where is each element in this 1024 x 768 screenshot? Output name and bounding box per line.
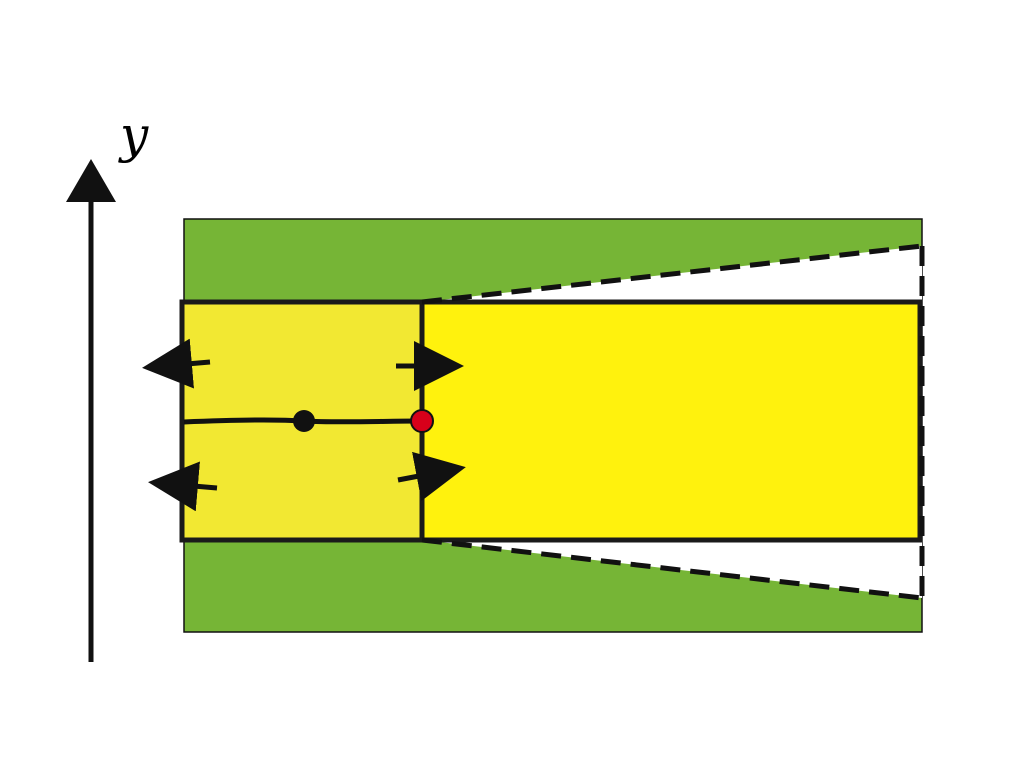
left-lower-arrow: [148, 461, 218, 512]
interface-lower-arrow: [397, 451, 466, 502]
arrows-group: [142, 338, 466, 512]
center-point: [293, 410, 315, 432]
interface-point: [410, 409, 434, 433]
dashed-boundary: [421, 243, 925, 601]
left-upper-arrow: [142, 338, 211, 389]
y-axis-label: y: [118, 106, 149, 164]
y-axis-arrowhead: [66, 159, 116, 202]
right-block: [422, 302, 920, 540]
